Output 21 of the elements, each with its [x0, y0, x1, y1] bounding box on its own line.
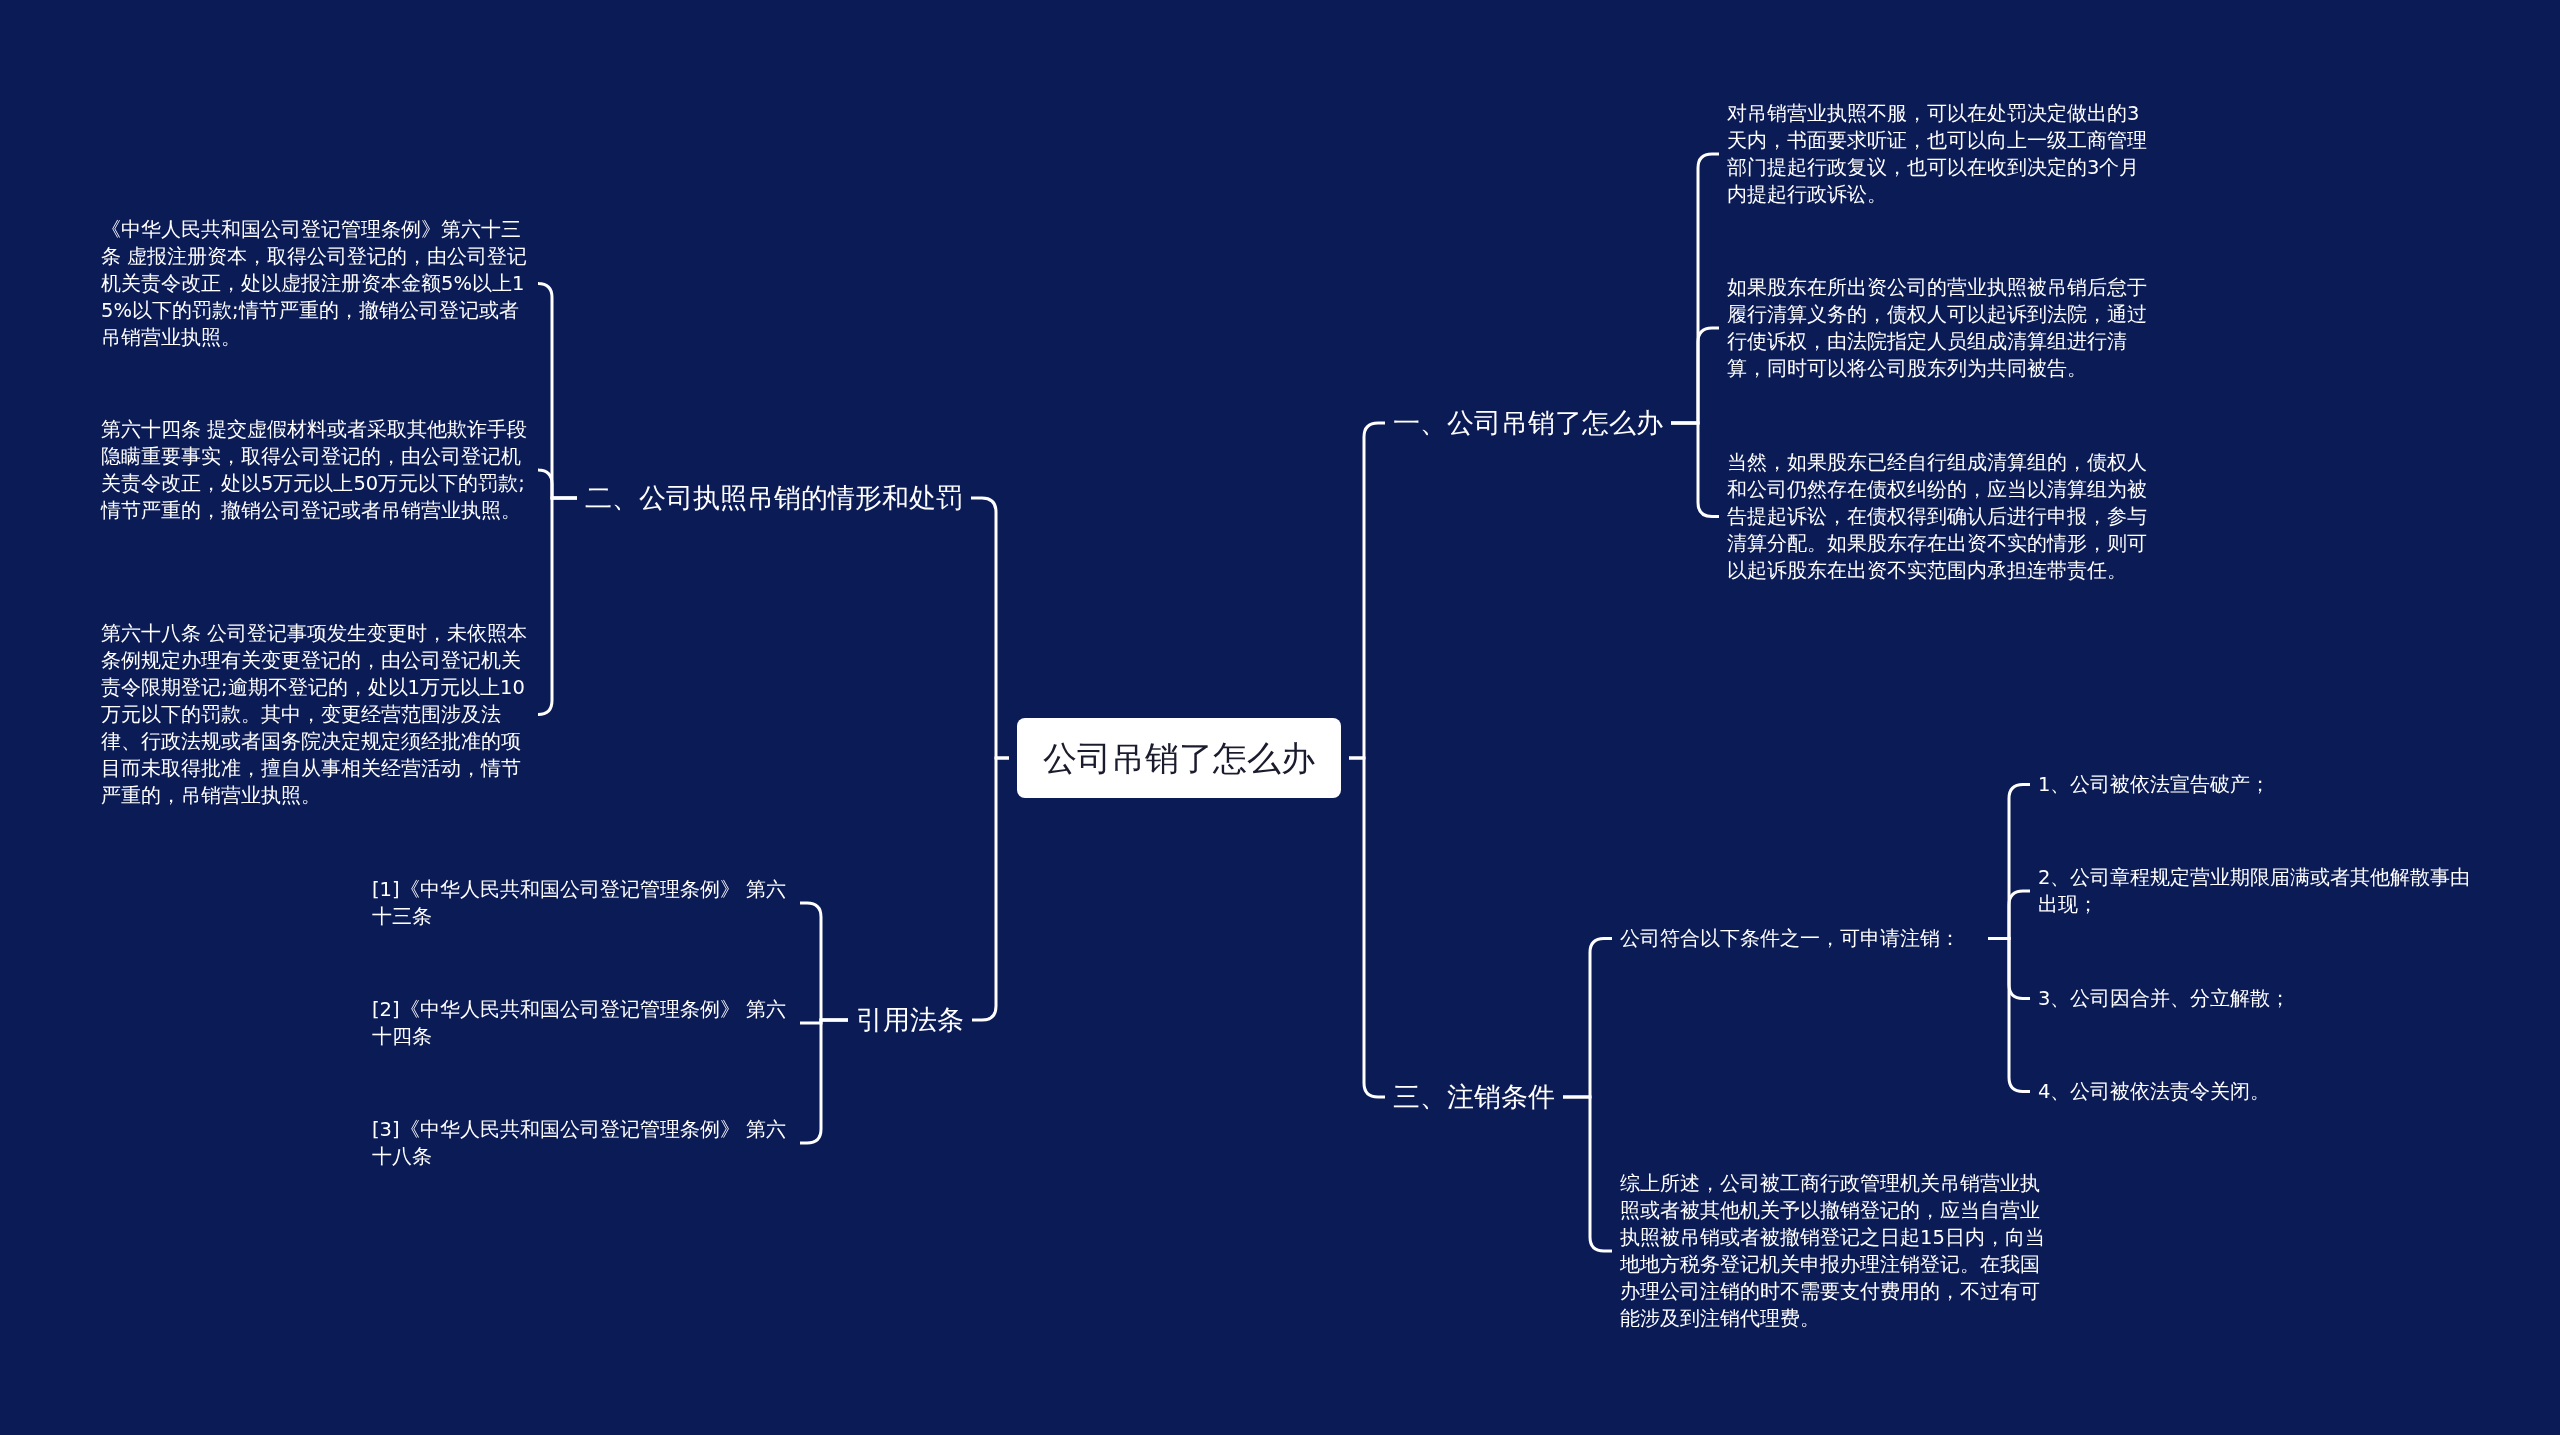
note-text: 《中华人民共和国公司登记管理条例》第六十三条 虚报注册资本，取得公司登记的，由公司登记机关责令改正，处以虚报注册资本金额5%以上15%以下的罚款;情节严重的，撤销公司登记或者吊销营业执照。 [101, 216, 531, 351]
note-text: [2]《中华人民共和国公司登记管理条例》 第六十四条 [372, 996, 792, 1050]
branch-topic-label: 一、公司吊销了怎么办 [1393, 405, 1663, 441]
note-text: 4、公司被依法责令关闭。 [2038, 1078, 2478, 1105]
note-text: 2、公司章程规定营业期限届满或者其他解散事由出现； [2038, 864, 2478, 918]
note-text: 如果股东在所出资公司的营业执照被吊销后怠于履行清算义务的，债权人可以起诉到法院，通过行使诉权，由法院指定人员组成清算组进行清算，同时可以将公司股东列为共同被告。 [1727, 274, 2157, 382]
note-text: 对吊销营业执照不服，可以在处罚决定做出的3天内，书面要求听证，也可以向上一级工商管理部门提起行政复议，也可以在收到决定的3个月内提起行政诉讼。 [1727, 100, 2157, 208]
note-text: 1、公司被依法宣告破产； [2038, 771, 2478, 798]
connector-line [536, 496, 577, 716]
branch-topic-label: 二、公司执照吊销的情形和处罚 [585, 480, 963, 516]
central-topic-box: 公司吊销了怎么办 [1017, 718, 1341, 798]
branch-topic-label: 三、注销条件 [1393, 1079, 1555, 1115]
note-text: [3]《中华人民共和国公司登记管理条例》 第六十八条 [372, 1116, 792, 1170]
subtopic-label: 公司符合以下条件之一，可申请注销： [1620, 925, 1980, 952]
branch-topic-label: 引用法条 [856, 1002, 964, 1038]
note-text: 第六十八条 公司登记事项发生变更时，未依照本条例规定办理有关变更登记的，由公司登记机关责令限期登记;逾期不登记的，处以1万元以上10万元以下的罚款。其中，变更经营范围涉及法律、行政法规或者国务院决定规定须经批准的项目而未取得批准，擅自从事相关经营活动，情节严重的，吊销营业执照。 [101, 620, 531, 809]
note-text: 综上所述，公司被工商行政管理机关吊销营业执照或者被其他机关予以撤销登记的，应当自营业执照被吊销或者被撤销登记之日起15日内，向当地地方税务登记机关申报办理注销登记。在我国办理公司注销的时不需要支付费用的，不过有可能涉及到注销代理费。 [1620, 1170, 2050, 1332]
note-text: [1]《中华人民共和国公司登记管理条例》 第六十三条 [372, 876, 792, 930]
note-text: 3、公司因合并、分立解散； [2038, 985, 2478, 1012]
note-text: 第六十四条 提交虚假材料或者采取其他欺诈手段隐瞒重要事实，取得公司登记的，由公司登记机关责令改正，处以5万元以上50万元以下的罚款;情节严重的，撤销公司登记或者吊销营业执照。 [101, 416, 531, 524]
note-text: 当然，如果股东已经自行组成清算组的，债权人和公司仍然存在债权纠纷的，应当以清算组为被告提起诉讼，在债权得到确认后进行申报，参与清算分配。如果股东存在出资不实的情形，则可以起诉股东在出资不实范围内承担连带责任。 [1727, 449, 2157, 584]
